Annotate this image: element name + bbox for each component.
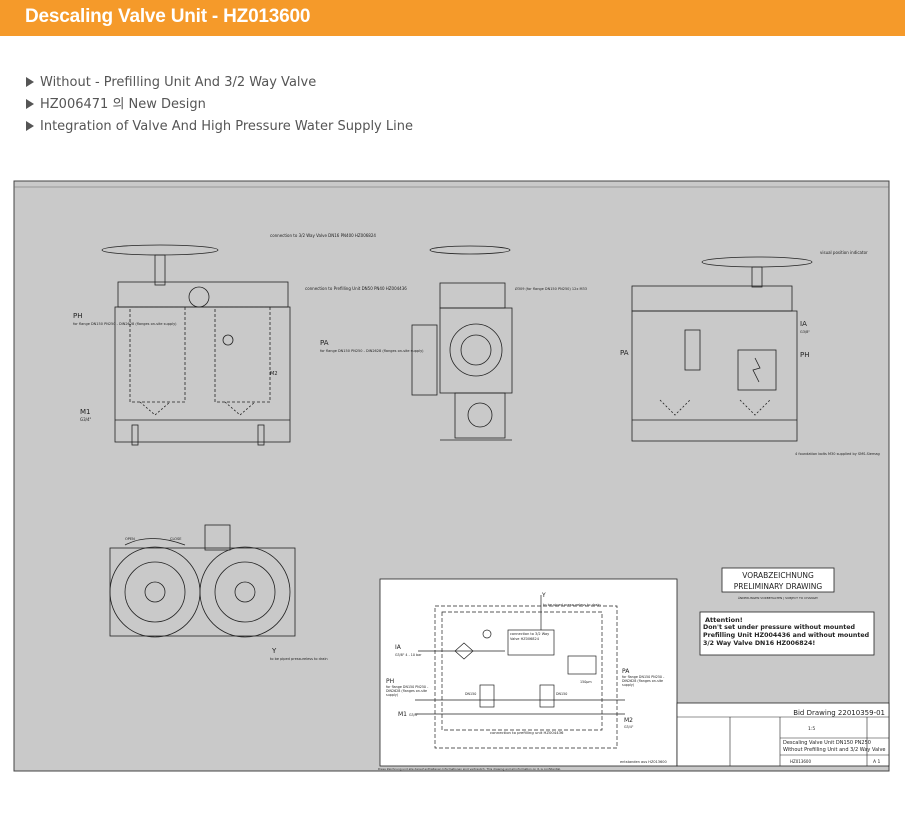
drawing-scale: 1:5 bbox=[808, 726, 815, 732]
schem-origin: entstanden aus HZ013600 bbox=[620, 760, 667, 764]
label-visual-indicator: visual position indicator bbox=[820, 250, 868, 255]
confidential-note: Diese Zeichnung und alle darauf enthalte… bbox=[378, 767, 561, 771]
label-ph: PH bbox=[73, 312, 83, 320]
label-ia: IA bbox=[800, 320, 807, 328]
triangle-bullet-icon bbox=[26, 77, 34, 87]
rear-view bbox=[631, 256, 813, 442]
hydraulic-schematic bbox=[379, 578, 678, 767]
label-flange-note: Ø309 (for flange DN150 PN250) 12x M33 bbox=[515, 286, 587, 291]
label-open: OPEN bbox=[125, 537, 135, 541]
schem-dn150-b: DN150 bbox=[556, 692, 567, 696]
label-ph-note: for flange DN150 PN250 - DIN2628 (flange… bbox=[73, 322, 177, 326]
label-bolts-note: 4 foundation bolts M30 supplied by SMS-S… bbox=[795, 452, 880, 456]
label-y: Y bbox=[271, 647, 277, 655]
schematic-lines bbox=[415, 595, 625, 749]
schem-label-m2: M2 bbox=[624, 717, 633, 724]
sheet-size: A 1 bbox=[873, 759, 881, 765]
feature-item: Integration of Valve And High Pressure W… bbox=[26, 116, 413, 138]
triangle-bullet-icon bbox=[26, 121, 34, 131]
schem-label-m1: M1 bbox=[398, 711, 407, 718]
label-pa-rear: PA bbox=[620, 349, 629, 357]
top-view bbox=[109, 524, 296, 638]
preliminary-stamp bbox=[721, 567, 835, 593]
page-title: Descaling Valve Unit - HZ013600 bbox=[25, 6, 311, 27]
schem-label-ia: IA bbox=[395, 644, 402, 651]
title-bar: Descaling Valve Unit - HZ013600 bbox=[0, 0, 905, 36]
stamp-subtitle: ÄNDERUNGEN VORBEHALTEN | SUBJECT TO CHAN… bbox=[738, 595, 818, 600]
feature-text: Without - Prefilling Unit And 3/2 Way Va… bbox=[40, 75, 317, 90]
schem-label-m2-note: G3/4" bbox=[624, 725, 634, 729]
label-pa: PA bbox=[320, 339, 329, 347]
label-ia-note: G3/8" bbox=[800, 330, 810, 334]
schem-filter: 150μm bbox=[580, 680, 592, 684]
attention-box bbox=[699, 611, 875, 656]
label-ph-rear: PH bbox=[800, 351, 810, 359]
schem-conn-32-wrap: connection to 3/2 Way Valve HZ006824 bbox=[510, 632, 550, 641]
label-pa-note: for flange DN150 PN250 - DIN2628 (flange… bbox=[320, 349, 424, 353]
feature-list: Without - Prefilling Unit And 3/2 Way Va… bbox=[26, 72, 413, 138]
attention-heading: Attention! bbox=[705, 616, 743, 624]
schem-label-y: Y bbox=[541, 592, 546, 599]
label-m1: M1 bbox=[80, 408, 91, 416]
label-y-note: to be piped pressureless to drain bbox=[270, 657, 328, 661]
schem-conn-32: connection to 3/2 Way Valve HZ006824 bbox=[510, 632, 550, 641]
title-block bbox=[676, 702, 890, 767]
stamp-title-de: VORABZEICHNUNG bbox=[742, 571, 814, 580]
label-m2: M2 bbox=[270, 371, 278, 377]
feature-text: HZ006471 의 New Design bbox=[40, 97, 206, 112]
drawing-description-2: Without Prefilling Unit and 3/2 Way Valv… bbox=[783, 747, 886, 753]
attention-text-wrap: Don't set under pressure without mounted… bbox=[703, 624, 870, 647]
schem-pa-note-wrap: for flange DN150 PN250 - DIN2628 (flange… bbox=[622, 675, 665, 688]
schem-label-pa: PA bbox=[622, 668, 630, 675]
drawing-description-1: Descaling Valve Unit DN150 PN250 bbox=[783, 740, 871, 746]
schem-label-ia-note: G3/8" 4 - 10 bar bbox=[395, 653, 422, 657]
drawing-number: HZ013600 bbox=[790, 759, 811, 764]
front-view bbox=[101, 244, 291, 446]
bid-drawing-number: Bid Drawing 22010359-01 bbox=[793, 709, 885, 717]
schem-dn150-a: DN150 bbox=[465, 692, 476, 696]
attention-text: Don't set under pressure without mounted… bbox=[703, 624, 870, 647]
feature-text: Integration of Valve And High Pressure W… bbox=[40, 119, 413, 134]
triangle-bullet-icon bbox=[26, 99, 34, 109]
schem-ph-note-wrap: for flange DN150 PN250 - DIN2628 (flange… bbox=[386, 685, 429, 698]
schem-label-m1-note: G3/4" bbox=[409, 713, 419, 717]
stamp-title-en: PRELIMINARY DRAWING bbox=[734, 582, 823, 591]
label-conn-32: connection to 3/2 Way Valve DN16 PN400 H… bbox=[270, 233, 376, 238]
schem-label-y-note: to be piped pressureless to drain bbox=[543, 603, 601, 607]
schem-label-ph: PH bbox=[386, 678, 394, 685]
label-m1-note: G3/4" bbox=[80, 417, 92, 422]
schem-ph-note: for flange DN150 PN250 - DIN2628 (flange… bbox=[386, 685, 429, 698]
schem-pa-note: for flange DN150 PN250 - DIN2628 (flange… bbox=[622, 675, 665, 688]
side-view bbox=[411, 245, 513, 441]
label-conn-prefill: connection to Prefilling Unit DN50 PN40 … bbox=[305, 286, 407, 291]
feature-item: Without - Prefilling Unit And 3/2 Way Va… bbox=[26, 72, 413, 94]
feature-item: HZ006471 의 New Design bbox=[26, 94, 413, 116]
label-close: CLOSE bbox=[170, 537, 181, 541]
schem-prefill: connection to prefilling unit HZ004436 bbox=[490, 730, 564, 735]
